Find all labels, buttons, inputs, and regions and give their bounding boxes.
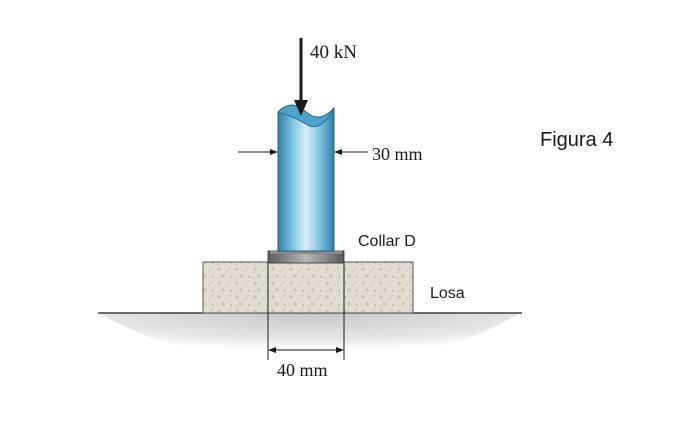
load-label: 40 kN (310, 42, 357, 63)
diameter-label: 30 mm (372, 144, 423, 164)
ground-shading (100, 313, 520, 362)
hole-label: 40 mm (277, 360, 328, 380)
column (277, 104, 335, 252)
hole-dimension-head-right (336, 347, 344, 353)
diameter-arrow-left-head (270, 149, 278, 155)
load-arrow-head (294, 100, 308, 116)
collar-d-top-edge (270, 251, 342, 254)
collar-label: Collar D (358, 233, 416, 250)
diameter-arrow-right-head (334, 149, 342, 155)
slab-label: Losa (430, 285, 465, 302)
hole-dimension-head-left (268, 347, 276, 353)
figure-caption: Figura 4 (540, 129, 613, 151)
slab (202, 261, 414, 314)
